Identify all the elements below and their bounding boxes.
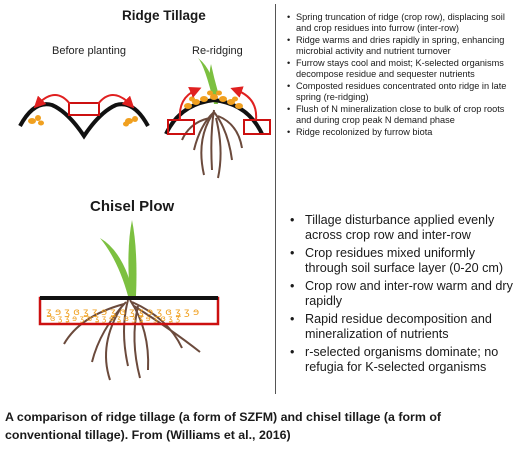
svg-text:ɞ ʒ ʓ ɘ ʒ ɞ ʓ ʒ ɘ ʓ ɞ ʒ ʓ ɘ ʒ: ɞ ʒ ʓ ɘ ʒ ɞ ʓ ʒ ɘ ʓ ɞ ʒ ʓ ɘ ʒ ɞ ʓ ʒ: [50, 314, 180, 323]
right-arrow: [97, 94, 135, 109]
mixed-residue: ʓ ɘ ʒ ɞ ʓ ʒ ɘ ʓ ɞ ʒ ʓ ɘ ʒ ɞ ʓ ʒ ɘ ɞ ʒ ʓ …: [46, 307, 199, 323]
chisel-note: Crop residues mixed uniformly through so…: [287, 246, 521, 276]
left-arrow: [33, 94, 71, 109]
column-divider: [275, 4, 276, 394]
residue-right: [123, 116, 138, 127]
figure-caption: A comparison of ridge tillage (a form of…: [5, 408, 525, 444]
chisel-notes-list: Tillage disturbance applied evenly acros…: [287, 213, 521, 378]
ridge-cut-box: [68, 102, 100, 116]
before-planting-illustration: [18, 94, 150, 140]
reridging-illustration: [164, 58, 271, 179]
chisel-note: Crop row and inter-row warm and dry rapi…: [287, 279, 521, 309]
ridge-residue-pile: [184, 90, 243, 109]
chisel-plow-illustration: ʓ ɘ ʒ ɞ ʓ ʒ ɘ ʓ ɞ ʒ ʓ ɘ ʒ ɞ ʓ ʒ ɘ ɞ ʒ ʓ …: [38, 220, 220, 381]
caption-line-1: A comparison of ridge tillage (a form of…: [5, 410, 442, 424]
ridge-note: Ridge recolonized by furrow biota: [286, 127, 518, 138]
ridge-note: Composted residues concentrated onto rid…: [286, 81, 518, 103]
ridge-note: Furrow stays cool and moist; K-selected …: [286, 58, 518, 80]
chisel-plant-stem: [128, 220, 137, 296]
caption-line-2: conventional tillage). From (Williams et…: [5, 428, 291, 442]
chisel-note: Rapid residue decomposition and minerali…: [287, 312, 521, 342]
plant-stem: [198, 58, 218, 104]
chisel-roots: [63, 299, 201, 381]
ridge-note: Ridge warms and dries rapidly in spring,…: [286, 35, 518, 57]
chisel-note: r-selected organisms dominate; no refugi…: [287, 345, 521, 375]
left-reridge-arrow: [178, 86, 202, 121]
left-furrow-box: [167, 119, 195, 135]
ridge-note: Spring truncation of ridge (crop row), d…: [286, 12, 518, 34]
ridge-roots: [181, 109, 243, 179]
chisel-note: Tillage disturbance applied evenly acros…: [287, 213, 521, 243]
ridge-note: Flush of N mineralization close to bulk …: [286, 104, 518, 126]
reridging-label: Re-ridging: [192, 45, 243, 57]
right-reridge-arrow: [230, 86, 258, 121]
chisel-plow-title: Chisel Plow: [90, 198, 175, 215]
residue-left: [28, 115, 44, 126]
before-planting-label: Before planting: [52, 45, 126, 57]
chisel-plant-leaf: [100, 238, 134, 296]
svg-text:ʓ ɘ ʒ ɞ ʓ ʒ ɘ ʓ ɞ ʒ ʓ ɘ ʒ ɞ ʓ: ʓ ɘ ʒ ɞ ʓ ʒ ɘ ʓ ɞ ʒ ʓ ɘ ʒ ɞ ʓ ʒ ɘ: [46, 307, 199, 318]
ridge-tillage-title: Ridge Tillage: [122, 8, 206, 23]
ridge-notes-list: Spring truncation of ridge (crop row), d…: [286, 12, 518, 139]
